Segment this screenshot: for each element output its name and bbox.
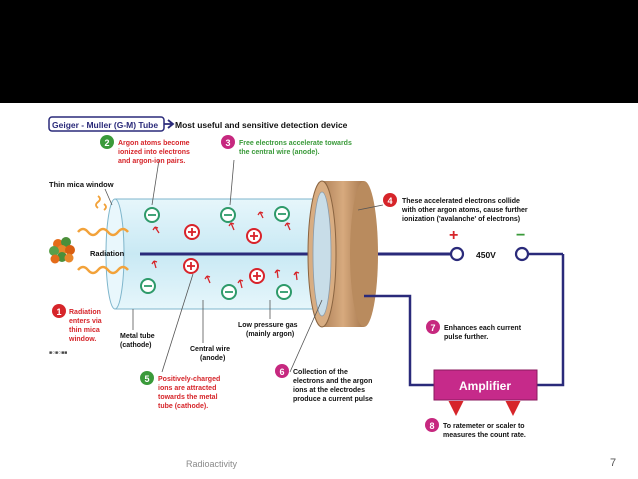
amplifier-block[interactable]: Amplifier (433, 369, 538, 401)
thin-mica-window-label: Thin mica window (49, 180, 114, 189)
step-2: 2 Argon atoms become ionized into electr… (100, 135, 192, 165)
step-5-line: tube (cathode). (158, 403, 208, 410)
step-5-line: Positively-charged (158, 376, 220, 383)
step-6-line: electrons and the argon (293, 378, 372, 385)
step-6-line: Collection of the (293, 369, 348, 376)
step-2-number: 2 (104, 138, 109, 148)
negative-terminal[interactable] (514, 246, 530, 262)
step-2-badge (100, 135, 114, 149)
step-2-line: ionized into electrons (118, 149, 190, 156)
step-3-text: Free electrons accelerate towards the ce… (239, 140, 354, 156)
step-1-text: Radiation enters via thin mica window. (68, 309, 104, 343)
step-5-badge (140, 371, 154, 385)
electron-signs (144, 213, 288, 293)
step-5-line: ions are attracted (158, 385, 216, 392)
step-6-line: produce a current pulse (293, 396, 373, 403)
minus-sign: − (516, 227, 525, 244)
ion-signs (187, 228, 261, 280)
step-7-number: 7 (430, 323, 435, 333)
central-wire-label-line: Central wire (190, 346, 230, 353)
step-4-line: These accelerated electrons collide (402, 198, 520, 205)
radiation-wave-top (77, 227, 129, 237)
step-5-number: 5 (144, 374, 149, 384)
step-6: 6 Collection of the electrons and the ar… (275, 364, 374, 403)
step-3-line: the central wire (anode). (239, 149, 320, 156)
gas-label-line: (mainly argon) (246, 331, 294, 338)
pointer-lines (104, 159, 384, 373)
step-1-line: Radiation (69, 309, 101, 316)
step-7-line: Enhances each current (444, 325, 522, 332)
central-wire-label: Central wire (anode) (190, 346, 232, 362)
amplifier-return-wire (537, 254, 565, 387)
central-wire-label-line: (anode) (200, 355, 225, 362)
gas-label-line: Low pressure gas (238, 322, 298, 329)
step-5-line: towards the metal (158, 394, 218, 401)
voltage-label: 450V (476, 250, 496, 260)
step-8: 8 To ratemeter or scaler to measures the… (425, 418, 527, 439)
step-4-line: ionization ('avalanche' of electrons) (402, 216, 520, 223)
step-1-line: enters via (69, 318, 102, 325)
step-1-line: window. (68, 336, 96, 343)
metal-tube-label-line: Metal tube (120, 333, 155, 340)
metal-tube-label: Metal tube (cathode) (120, 333, 157, 349)
mica-wave-marks (95, 195, 107, 211)
step-4-badge (383, 193, 397, 207)
step-4-number: 4 (387, 196, 392, 206)
radiation-wave-bottom (77, 265, 129, 275)
radiation-label: Radiation (90, 249, 125, 258)
step-6-text: Collection of the electrons and the argo… (293, 369, 374, 403)
plus-sign: + (449, 227, 458, 244)
step-1: 1 Radiation enters via thin mica window. (52, 304, 104, 343)
step-7-text: Enhances each current pulse further. (444, 325, 523, 341)
cathode-wire (364, 294, 434, 387)
metal-tube-label-line: (cathode) (120, 342, 152, 349)
step-1-badge (52, 304, 66, 318)
step-3: 3 Free electrons accelerate towards the … (221, 135, 354, 156)
step-2-line: Argon atoms become (118, 140, 190, 147)
mica-window (105, 198, 125, 310)
step-6-badge (275, 364, 289, 378)
step-8-number: 8 (429, 421, 434, 431)
tube-end-cap (307, 180, 378, 328)
title-desc: Most useful and sensitive detection devi… (175, 120, 348, 130)
radiation-source-atom (49, 237, 75, 264)
page-number: 7 (610, 457, 617, 469)
step-8-text: To ratemeter or scaler to measures the c… (443, 423, 527, 439)
small-code-text: ■○■○■■ (49, 350, 67, 356)
step-5: 5 Positively-charged ions are attracted … (140, 371, 222, 410)
step-5-text: Positively-charged ions are attracted to… (158, 376, 222, 410)
step-8-line: measures the count rate. (443, 432, 526, 439)
step-3-badge (221, 135, 235, 149)
step-1-number: 1 (56, 307, 61, 317)
step-1-line: thin mica (69, 327, 100, 334)
title-box-text: Geiger - Muller (G-M) Tube (52, 120, 158, 130)
amplifier-box (433, 369, 538, 401)
step-7-badge (426, 320, 440, 334)
step-4-text: These accelerated electrons collide with… (401, 198, 530, 223)
low-pressure-gas-label: Low pressure gas (mainly argon) (238, 322, 299, 338)
step-7-line: pulse further. (444, 334, 488, 341)
step-3-number: 3 (225, 138, 230, 148)
motion-arrows (151, 211, 300, 289)
amplifier-label: Amplifier (459, 379, 511, 393)
title-arrow (164, 119, 175, 129)
step-3-line: Free electrons accelerate towards (239, 140, 352, 147)
diagram-title: Geiger - Muller (G-M) Tube Most useful a… (48, 116, 348, 132)
step-7: 7 Enhances each current pulse further. (426, 320, 523, 341)
step-6-number: 6 (279, 367, 284, 377)
step-6-line: ions at the electrodes (293, 387, 365, 394)
step-4: 4 These accelerated electrons collide wi… (383, 193, 530, 223)
step-8-line: To ratemeter or scaler to (443, 423, 525, 430)
step-4-line: with other argon atoms, cause further (401, 207, 528, 214)
step-2-line: and argon-ion pairs. (118, 158, 185, 165)
positive-terminal[interactable] (449, 246, 465, 262)
step-2-text: Argon atoms become ionized into electron… (118, 140, 192, 165)
footer-label: Radioactivity (186, 459, 238, 469)
header-band (0, 0, 638, 103)
step-8-badge (425, 418, 439, 432)
